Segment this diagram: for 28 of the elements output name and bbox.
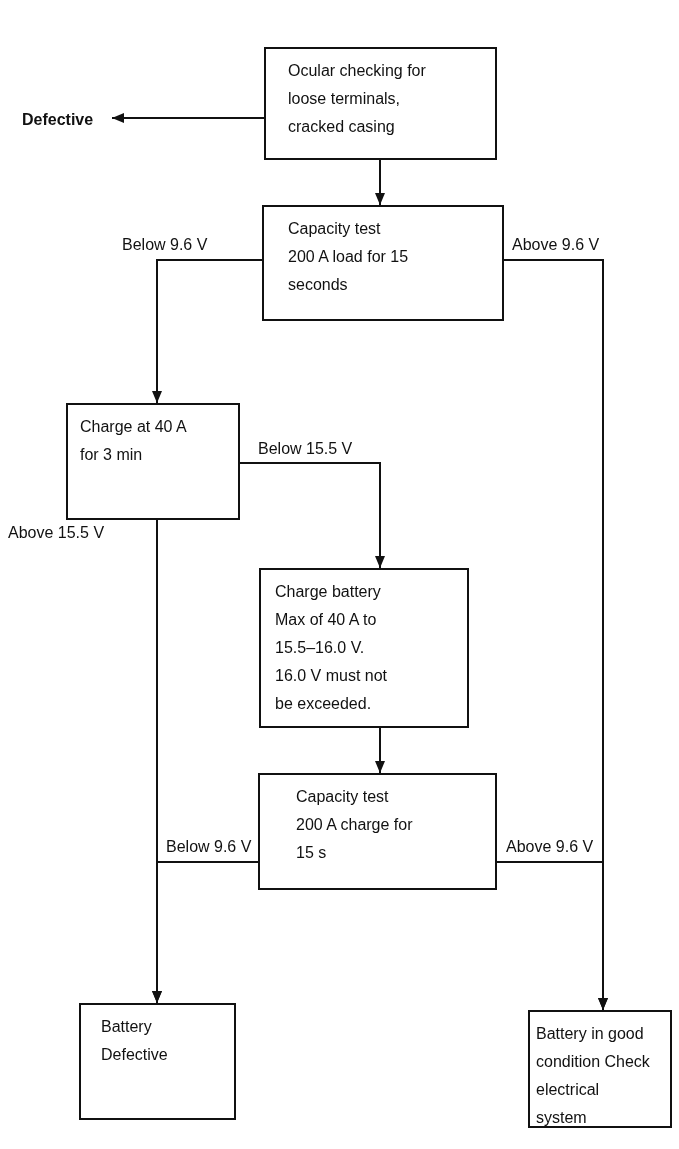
edge-label: Below 15.5 V bbox=[258, 440, 353, 458]
edge-label: Below 9.6 V bbox=[166, 838, 252, 856]
process-box bbox=[79, 1003, 236, 1120]
process-box bbox=[264, 47, 497, 160]
process-box bbox=[66, 403, 240, 520]
box-text: Battery Defective bbox=[101, 1017, 169, 1065]
process-box bbox=[528, 1010, 672, 1128]
arrow bbox=[375, 159, 385, 206]
box-text: Ocular checking for loose terminals, cracked casing bbox=[288, 61, 427, 137]
arrow bbox=[496, 861, 608, 1011]
arrow bbox=[152, 861, 259, 1004]
outcome-label: Defective bbox=[22, 110, 95, 130]
box-text: Capacity test 200 A load for 15 seconds bbox=[288, 219, 410, 295]
process-box bbox=[262, 205, 504, 321]
edge-label: Above 9.6 V bbox=[506, 838, 594, 856]
process-box bbox=[259, 568, 469, 728]
box-text: Capacity test 200 A charge for 15 s bbox=[296, 787, 414, 863]
edge-label: Above 9.6 V bbox=[512, 236, 600, 254]
process-box bbox=[258, 773, 497, 890]
arrow bbox=[239, 462, 385, 569]
arrow bbox=[152, 259, 263, 404]
edge-label: Above 15.5 V bbox=[8, 524, 105, 542]
arrow bbox=[375, 727, 385, 774]
box-text: Charge at 40 A for 3 min bbox=[80, 417, 188, 465]
edge-label: Below 9.6 V bbox=[122, 236, 208, 254]
arrow bbox=[111, 113, 265, 123]
box-text: Charge battery Max of 40 A to 15.5–16.0 V. 16.0 V must not be exceeded. bbox=[275, 582, 389, 714]
box-text: Battery in good condition Check electrical system bbox=[536, 1024, 651, 1128]
